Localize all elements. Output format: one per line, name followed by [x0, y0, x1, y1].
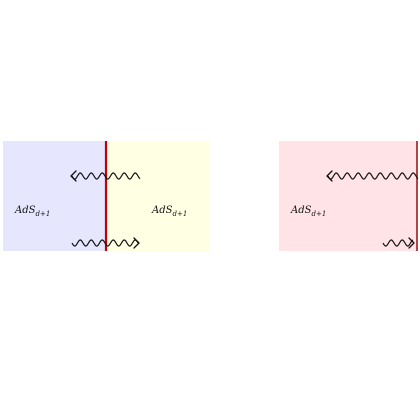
- wave-incoming-right-top: [327, 172, 419, 180]
- wave-incoming-left-top: [71, 172, 141, 180]
- label-right-pink: AdSd+1: [290, 205, 326, 218]
- arrowhead-right-bottom: [408, 237, 415, 249]
- wave-outgoing-right-bottom: [382, 239, 414, 247]
- region-right-pink: [279, 141, 418, 251]
- region-left-yellow: [106, 141, 209, 251]
- region-left-blue: [3, 141, 106, 251]
- arrowhead-right-top: [326, 170, 333, 182]
- arrowhead-left-top: [70, 170, 77, 182]
- wave-outgoing-left-bottom: [71, 239, 139, 247]
- arrowhead-left-bottom: [133, 237, 140, 249]
- label-left-blue: AdSd+1: [14, 205, 50, 218]
- label-left-yellow: AdSd+1: [151, 205, 187, 218]
